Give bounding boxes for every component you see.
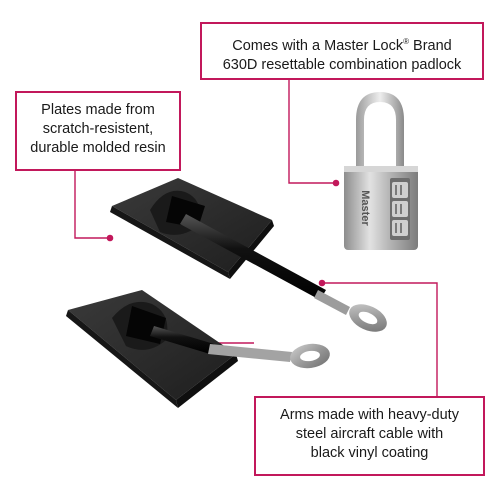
lower-arm	[150, 326, 330, 369]
plates-callout-line-3: durable molded resin	[30, 140, 166, 156]
registered-mark: ®	[403, 37, 409, 46]
arms-callout-line-1: Arms made with heavy-duty	[280, 407, 459, 423]
padlock-callout-prefix: Comes with a Master Lock	[232, 38, 404, 54]
padlock: Master	[344, 92, 418, 250]
padlock-callout-line-2: 630D resettable combination padlock	[222, 57, 462, 73]
plates-callout-line-2: scratch-resistent,	[42, 121, 154, 137]
padlock-connector-dot	[332, 179, 340, 187]
padlock-callout: Comes with a Master Lock® Brand 630D res…	[200, 22, 484, 80]
plates-callout: Plates made from scratch-resistent, dura…	[15, 91, 181, 171]
arms-connector-dot	[318, 279, 326, 287]
arms-callout-line-3: black vinyl coating	[310, 445, 429, 461]
padlock-brand-text: Master	[359, 190, 371, 226]
padlock-dials	[392, 182, 408, 236]
lower-plate	[66, 290, 238, 408]
plates-connector	[74, 171, 110, 239]
arms-callout-line-2: steel aircraft cable with	[295, 426, 444, 442]
connector-lines	[74, 80, 438, 396]
padlock-callout-suffix: Brand	[409, 38, 452, 54]
padlock-connector	[288, 80, 336, 184]
plates-connector-dot	[106, 234, 114, 242]
arms-callout: Arms made with heavy-duty steel aircraft…	[254, 396, 485, 476]
padlock-callout-line-1: Comes with a Master Lock® Brand	[212, 32, 472, 56]
plates-callout-line-1: Plates made from	[41, 102, 155, 118]
upper-arm	[180, 214, 387, 332]
arms-connector	[322, 282, 438, 396]
